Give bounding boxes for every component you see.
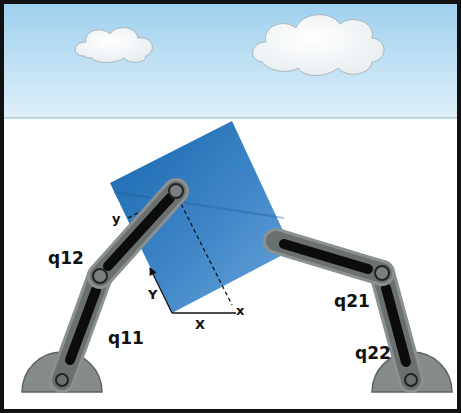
axis-label: X bbox=[195, 318, 205, 331]
joint-label: q21 bbox=[334, 293, 370, 310]
small-cloud bbox=[75, 28, 152, 63]
large-cloud bbox=[253, 15, 384, 76]
joint-label: q12 bbox=[48, 250, 84, 267]
left-robot-arm bbox=[22, 184, 183, 392]
joint-label: q22 bbox=[355, 345, 391, 362]
axis-label: Y bbox=[148, 288, 157, 301]
coordinate-label: y bbox=[112, 212, 120, 225]
horizon-line bbox=[4, 118, 457, 119]
sky-band bbox=[4, 4, 457, 118]
x-dashed-line bbox=[178, 198, 232, 305]
x-axis-line bbox=[172, 312, 236, 313]
coordinate-label: x bbox=[236, 304, 244, 317]
right-robot-arm bbox=[276, 241, 452, 392]
joint-label: q11 bbox=[108, 330, 144, 347]
